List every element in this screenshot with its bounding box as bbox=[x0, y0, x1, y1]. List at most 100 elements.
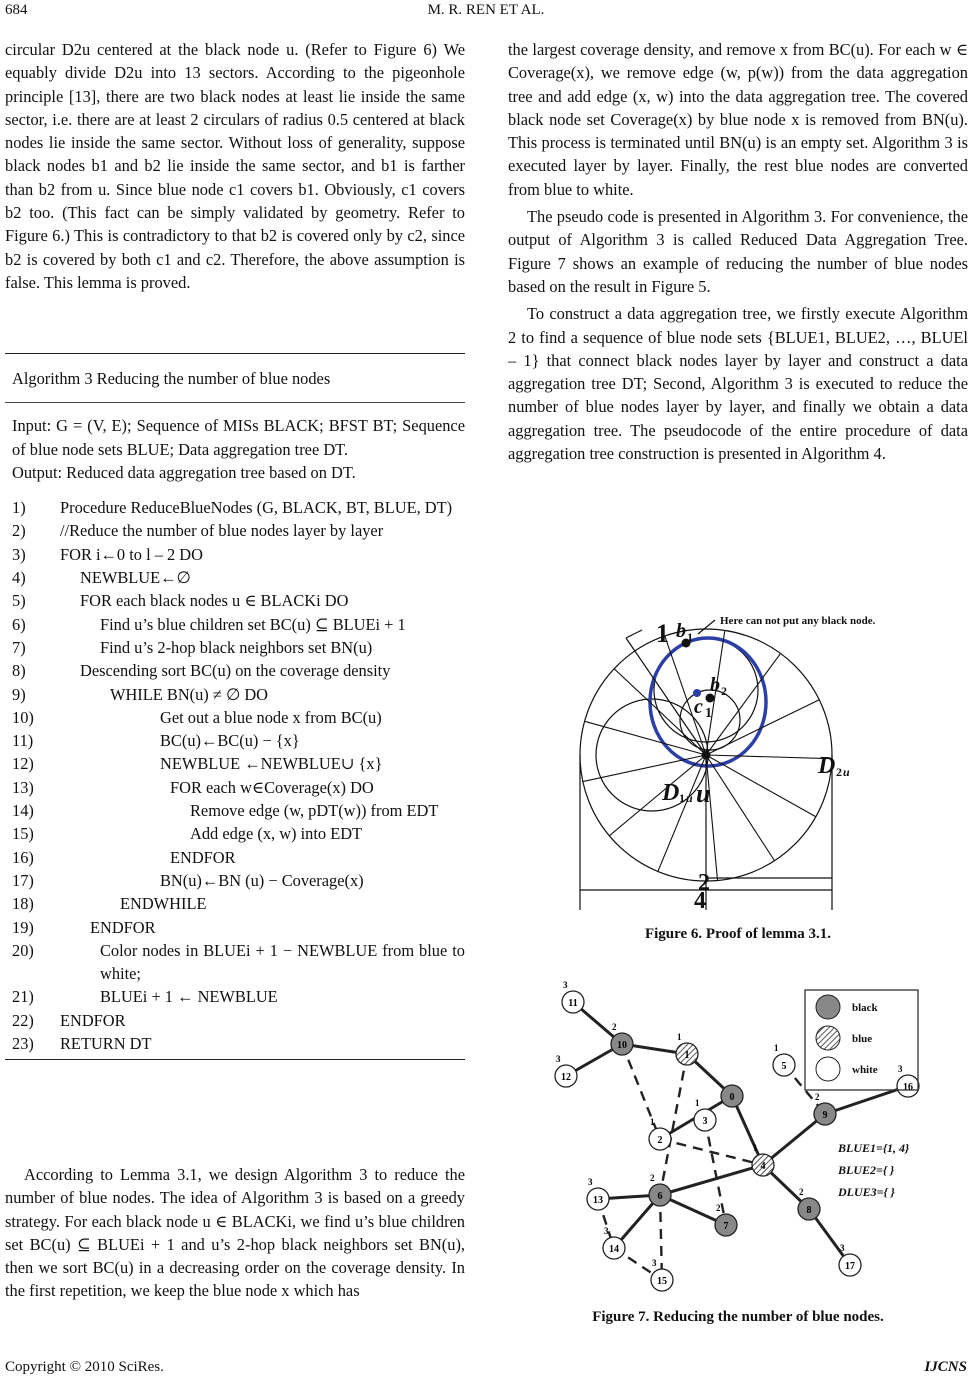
algorithm-line: 13)FOR each w∈Coverage(x) DO bbox=[5, 776, 465, 799]
graph-layer-label: 2 bbox=[716, 1203, 721, 1213]
graph-node bbox=[896, 1074, 920, 1098]
graph-node-label: 0 bbox=[730, 1092, 735, 1103]
graph-node bbox=[586, 1187, 610, 1211]
line-number: 10) bbox=[12, 707, 34, 727]
label-D2u: D bbox=[817, 753, 835, 779]
graph-layer-label: 3 bbox=[898, 1064, 903, 1074]
legend-blue: blue bbox=[852, 1033, 872, 1045]
blue1-set: BLUE1={1, 4} bbox=[837, 1141, 910, 1155]
algorithm-line: 10) Get out a blue node x from BC(u) bbox=[5, 706, 465, 729]
graph-node bbox=[650, 1268, 674, 1292]
graph-layer-label: 2 bbox=[612, 1022, 617, 1032]
graph-layer-label: 3 bbox=[556, 1054, 561, 1064]
sector-spoke bbox=[705, 699, 820, 756]
line-text: FOR each w∈Coverage(x) DO bbox=[170, 777, 374, 797]
graph-node bbox=[720, 1084, 744, 1108]
sector-spoke bbox=[705, 653, 782, 756]
right-paragraph-3: To construct a data aggregation tree, we… bbox=[508, 304, 968, 464]
page-number: 684 bbox=[5, 2, 28, 18]
line-number: 11) bbox=[12, 731, 34, 751]
graph-layer-label: 1 bbox=[774, 1043, 779, 1053]
sector-spoke bbox=[705, 754, 719, 881]
line-text: FOR each black nodes u ∈ BLACKi DO bbox=[80, 591, 349, 611]
line-number: 1) bbox=[12, 498, 26, 518]
algorithm-line: 17)BN(u)←BN (u) − Coverage(x) bbox=[5, 869, 465, 892]
graph-node bbox=[772, 1053, 796, 1077]
node-c1 bbox=[693, 689, 701, 697]
graph-node-label: 17 bbox=[845, 1261, 855, 1272]
label-b1: b bbox=[676, 620, 686, 642]
line-number: 21) bbox=[12, 987, 34, 1007]
line-text: Find u’s blue children set BC(u) ⊆ BLUEi… bbox=[100, 614, 406, 634]
legend-black: black bbox=[852, 1002, 879, 1014]
algorithm-lines: 1)Procedure ReduceBlueNodes (G, BLACK, B… bbox=[5, 496, 465, 1055]
algorithm-output: Output: Reduced data aggregation tree ba… bbox=[12, 462, 356, 482]
legend-white: white bbox=[852, 1064, 878, 1076]
graph-node bbox=[693, 1108, 717, 1132]
line-text: Add edge (x, w) into EDT bbox=[190, 824, 363, 844]
line-number: 16) bbox=[12, 847, 34, 867]
line-text: BC(u)←BC(u) − {x} bbox=[160, 731, 300, 751]
label-b2: b bbox=[710, 674, 720, 696]
running-authors: M. R. REN ET AL. bbox=[427, 2, 545, 18]
graph-layer-label: 1 bbox=[650, 1117, 655, 1127]
sector-spoke bbox=[582, 754, 707, 783]
blue2-set: BLUE2={ } bbox=[837, 1163, 895, 1177]
algorithm-line: 9)WHILE BN(u) ≠ ∅ DO bbox=[5, 683, 465, 706]
sector-spoke bbox=[657, 754, 707, 872]
line-text: Color nodes in BLUEi + 1 − NEWBLUE from … bbox=[100, 940, 465, 984]
line-number: 2) bbox=[12, 521, 26, 541]
line-text: WHILE BN(u) ≠ ∅ DO bbox=[110, 684, 269, 704]
line-number: 5) bbox=[12, 591, 26, 611]
graph-node bbox=[648, 1183, 672, 1207]
algorithm-description-paragraph: According to Lemma 3.1, we design Algori… bbox=[5, 1165, 465, 1301]
line-text: ENDFOR bbox=[170, 847, 236, 867]
line-text: FOR i←0 to l – 2 DO bbox=[60, 544, 203, 564]
line-number: 22) bbox=[12, 1010, 34, 1030]
sector-spoke bbox=[584, 720, 707, 756]
svg-text:1: 1 bbox=[705, 706, 712, 721]
line-number: 19) bbox=[12, 917, 34, 937]
algorithm-line: 22) ENDFOR bbox=[5, 1009, 465, 1032]
graph-node-label: 4 bbox=[761, 1161, 766, 1172]
algorithm-line: 2) //Reduce the number of blue nodes laye… bbox=[5, 519, 465, 542]
graph-node-label: 15 bbox=[657, 1276, 667, 1287]
line-text: Get out a blue node x from BC(u) bbox=[160, 707, 382, 727]
line-text: //Reduce the number of blue nodes layer … bbox=[60, 521, 384, 541]
graph-node bbox=[561, 990, 585, 1014]
graph-node-label: 16 bbox=[903, 1082, 913, 1093]
algorithm-line: 11) BC(u)←BC(u) − {x} bbox=[5, 729, 465, 752]
algorithm-line: 15)Add edge (x, w) into EDT bbox=[5, 822, 465, 845]
algorithm-title: Algorithm 3 Reducing the number of blue … bbox=[5, 353, 465, 404]
right-column: the largest coverage density, and remove… bbox=[508, 38, 968, 465]
lemma-proof-paragraph: circular D2u centered at the black node … bbox=[5, 40, 465, 292]
line-text: NEWBLUE ←NEWBLUE∪ {x} bbox=[160, 754, 383, 774]
sector-spoke bbox=[705, 630, 726, 756]
graph-node-label: 3 bbox=[703, 1116, 708, 1127]
line-text: ENDFOR bbox=[90, 917, 156, 937]
graph-layer-label: 2 bbox=[650, 1173, 655, 1183]
graph-layer-label: 2 bbox=[799, 1187, 804, 1197]
line-text: NEWBLUE←∅ bbox=[80, 568, 191, 588]
svg-text:1: 1 bbox=[687, 630, 693, 644]
graph-node-label: 11 bbox=[568, 998, 577, 1009]
blue3-set: DLUE3={ } bbox=[837, 1185, 896, 1199]
journal-name: IJCNS bbox=[924, 1359, 967, 1375]
line-number: 4) bbox=[12, 568, 26, 588]
line-text: Remove edge (w, pDT(w)) from EDT bbox=[190, 801, 439, 821]
algorithm-line: 23)RETURN DT bbox=[5, 1032, 465, 1055]
right-paragraph-1: the largest coverage density, and remove… bbox=[508, 40, 968, 199]
graph-node-label: 10 bbox=[617, 1040, 627, 1051]
line-number: 12) bbox=[12, 754, 34, 774]
graph-layer-label: 3 bbox=[652, 1258, 657, 1268]
line-text: BLUEi + 1 ← NEWBLUE bbox=[100, 987, 278, 1007]
left-column-bottom: According to Lemma 3.1, we design Algori… bbox=[5, 1163, 465, 1303]
sector-spoke bbox=[705, 754, 832, 760]
algorithm-line: 5) FOR each black nodes u ∈ BLACKi DO bbox=[5, 589, 465, 612]
line-number: 7) bbox=[12, 637, 26, 657]
figure-7-nodes: 1131231021151163021923141133628272143153… bbox=[554, 980, 920, 1292]
algorithm-end-rule bbox=[5, 1059, 465, 1061]
line-text: ENDFOR bbox=[60, 1010, 126, 1030]
graph-node-label: 6 bbox=[658, 1191, 663, 1202]
graph-node-label: 7 bbox=[724, 1221, 729, 1232]
